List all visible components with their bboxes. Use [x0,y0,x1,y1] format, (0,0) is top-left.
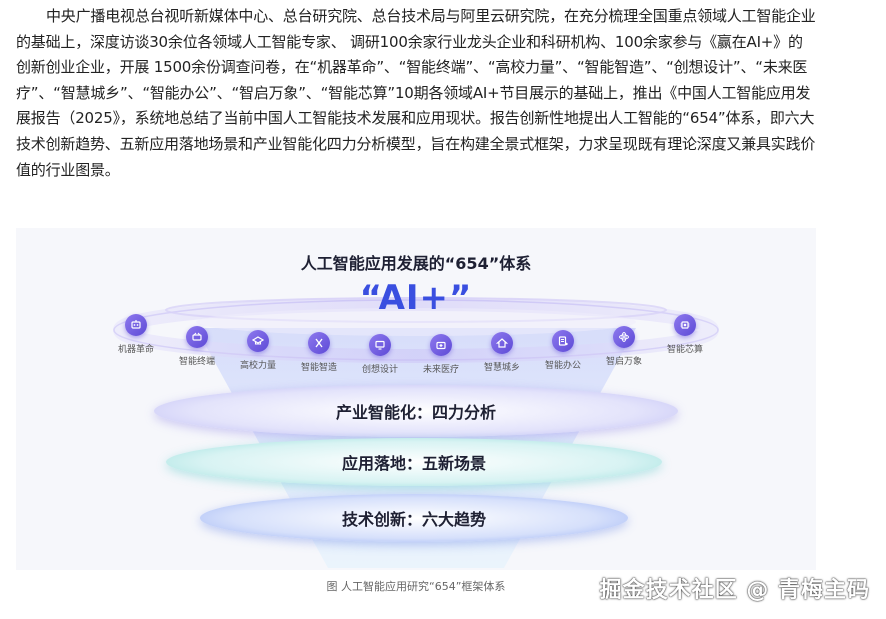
monitor-icon [369,334,391,356]
node-label: 智慧城乡 [483,363,520,373]
watermark: 掘金技术社区 @ 青梅主码 [599,578,870,603]
medical-kit-icon [430,334,452,356]
framework-figure: 人工智能应用发展的“654”体系 “AI+” 机器革命 智能终端 高校力量 智能… [16,228,816,570]
chip-icon [674,314,696,336]
node-smart-terminal: 智能终端 [162,326,232,367]
house-icon [491,332,513,354]
office-icon [552,330,574,352]
graduation-cap-icon [247,330,269,352]
tier-technology: 技术创新：六大趋势 [200,494,628,542]
intro-paragraph: 中央广播电视总台视听新媒体中心、总台研究院、总台技术局与阿里云研究院，在充分梳理… [16,7,816,179]
node-label: 机器革命 [117,345,154,355]
node-label: 高校力量 [239,361,276,371]
node-label: 智能智造 [300,363,337,373]
node-smart-everything: 智启万象 [589,326,659,367]
tier-industry: 产业智能化：四力分析 [154,385,678,437]
tools-icon [308,332,330,354]
node-label: 智能办公 [544,361,581,371]
node-creative-design: 创想设计 [345,334,415,375]
node-label: 创想设计 [361,365,398,375]
node-label: 智能芯算 [666,345,703,355]
node-label: 未来医疗 [422,365,459,375]
atom-icon [613,326,635,348]
figure-title: 人工智能应用发展的“654”体系 [300,254,532,273]
orbit-ring [113,297,719,363]
figure-caption: 图 人工智能应用研究“654”框架体系 [326,580,506,593]
device-icon [186,326,208,348]
node-label: 智启万象 [605,357,642,367]
node-future-medical: 未来医疗 [406,334,476,375]
tier-application: 应用落地：五新场景 [166,438,662,486]
node-smart-city: 智慧城乡 [467,332,537,373]
node-smart-manufacturing: 智能智造 [284,332,354,373]
ai-plus-headline: “AI+” [359,278,473,318]
node-machine-revolution: 机器革命 [101,314,171,355]
node-smart-chip: 智能芯算 [650,314,720,355]
node-university-power: 高校力量 [223,330,293,371]
node-label: 智能终端 [178,357,215,367]
node-smart-office: 智能办公 [528,330,598,371]
robot-icon [125,314,147,336]
